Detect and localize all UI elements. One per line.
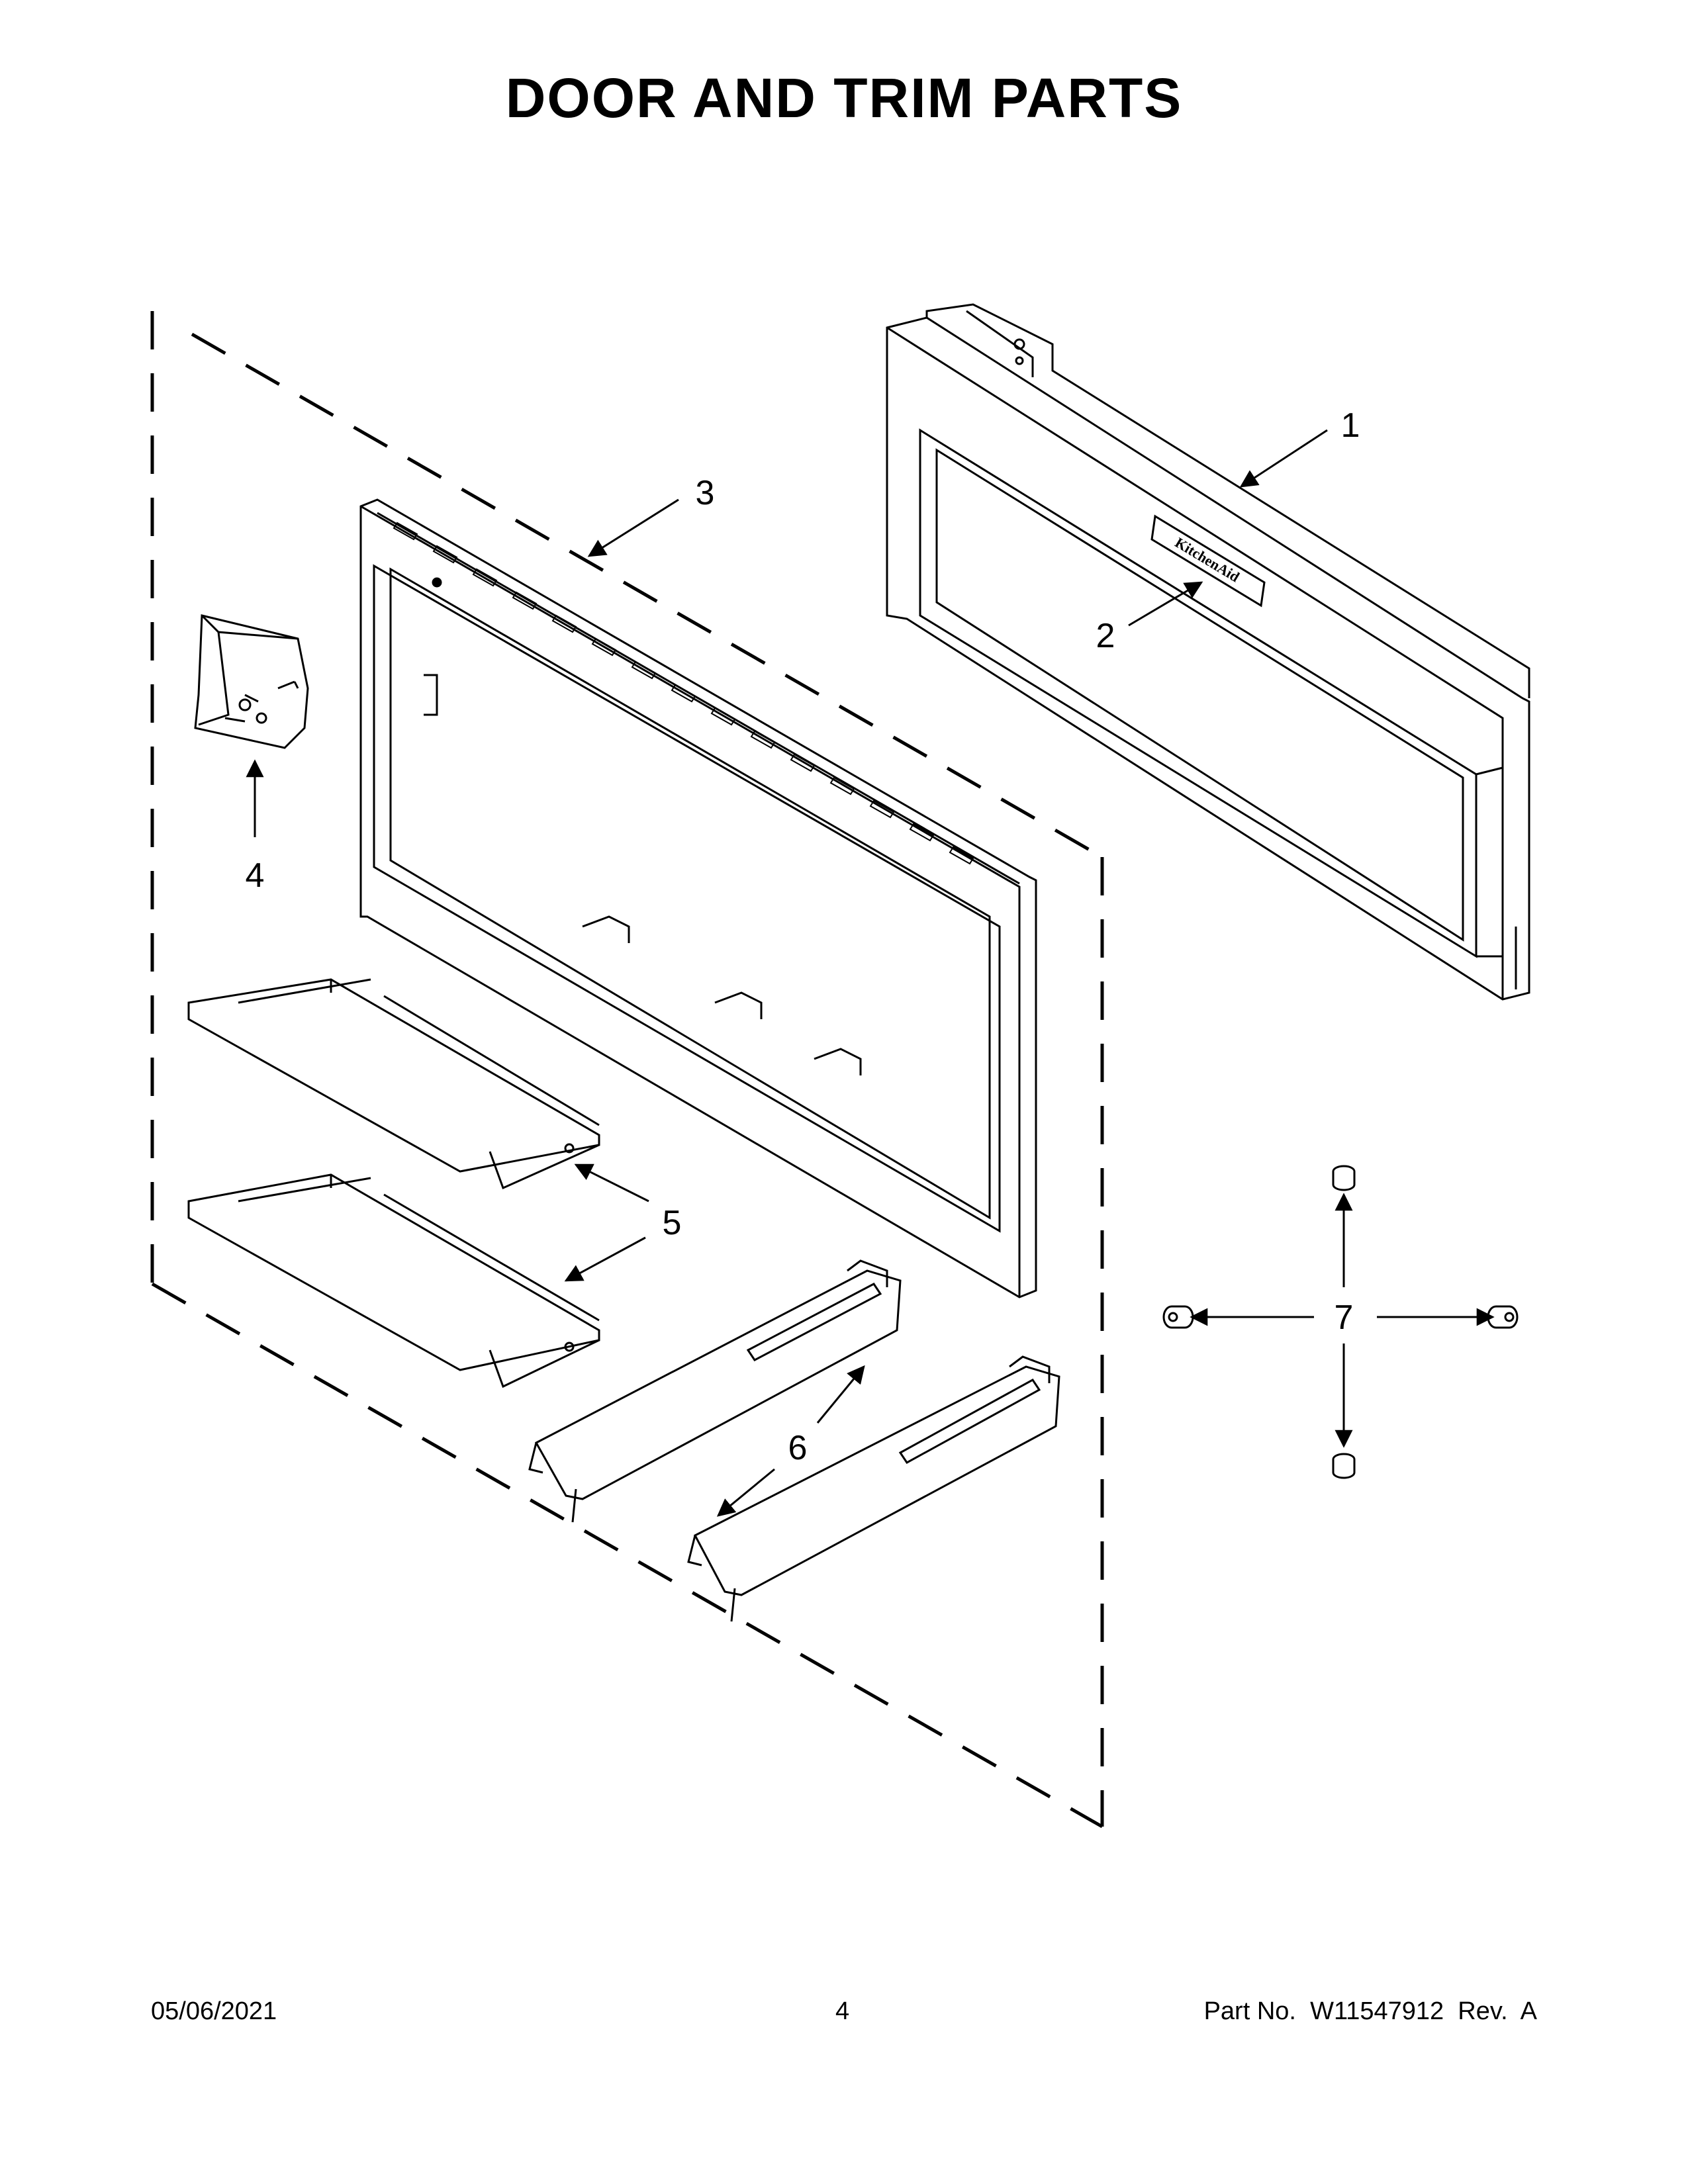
spacer-part-7-left	[1162, 1305, 1194, 1329]
side-tray-part-5-lower	[187, 1173, 600, 1388]
footer-date: 05/06/2021	[151, 1997, 277, 2025]
side-tray-part-5-upper	[187, 978, 600, 1190]
callout-arrow-1	[1239, 429, 1328, 488]
spacer-part-7-bottom	[1332, 1453, 1356, 1479]
callout-label-4: 4	[246, 856, 265, 895]
callout-arrow-2	[1128, 581, 1203, 627]
callout-label-3: 3	[696, 474, 715, 512]
footer-part-number: Part No. W11547912 Rev. A	[1203, 1997, 1537, 2025]
callout-label-7: 7	[1335, 1298, 1354, 1337]
slide-rail-part-6-lower	[687, 1355, 1060, 1622]
callout-label-1: 1	[1341, 406, 1360, 445]
hardware-bag-part-4	[194, 614, 309, 749]
spacer-part-7-top	[1332, 1165, 1356, 1191]
trim-frame-part-3	[359, 498, 1037, 1298]
callout-label-5: 5	[663, 1204, 682, 1242]
callout-arrow-6b	[716, 1468, 775, 1517]
callout-label-6: 6	[788, 1429, 808, 1467]
footer-page-number: 4	[835, 1997, 850, 2025]
trim-frame-vent-slots	[393, 522, 974, 865]
callout-arrow-3	[587, 498, 679, 557]
door-frame-part-1	[886, 303, 1530, 1001]
slide-rail-part-6-upper	[528, 1259, 902, 1523]
callout-arrows	[246, 429, 1495, 1517]
callout-arrow-5b	[564, 1236, 646, 1282]
page-title: DOOR AND TRIM PARTS	[505, 67, 1183, 129]
assembly-boundary-dashed	[150, 311, 1104, 1829]
callout-arrow-5a	[574, 1163, 649, 1203]
callout-arrow-6a	[816, 1365, 865, 1424]
callout-label-2: 2	[1096, 617, 1115, 655]
